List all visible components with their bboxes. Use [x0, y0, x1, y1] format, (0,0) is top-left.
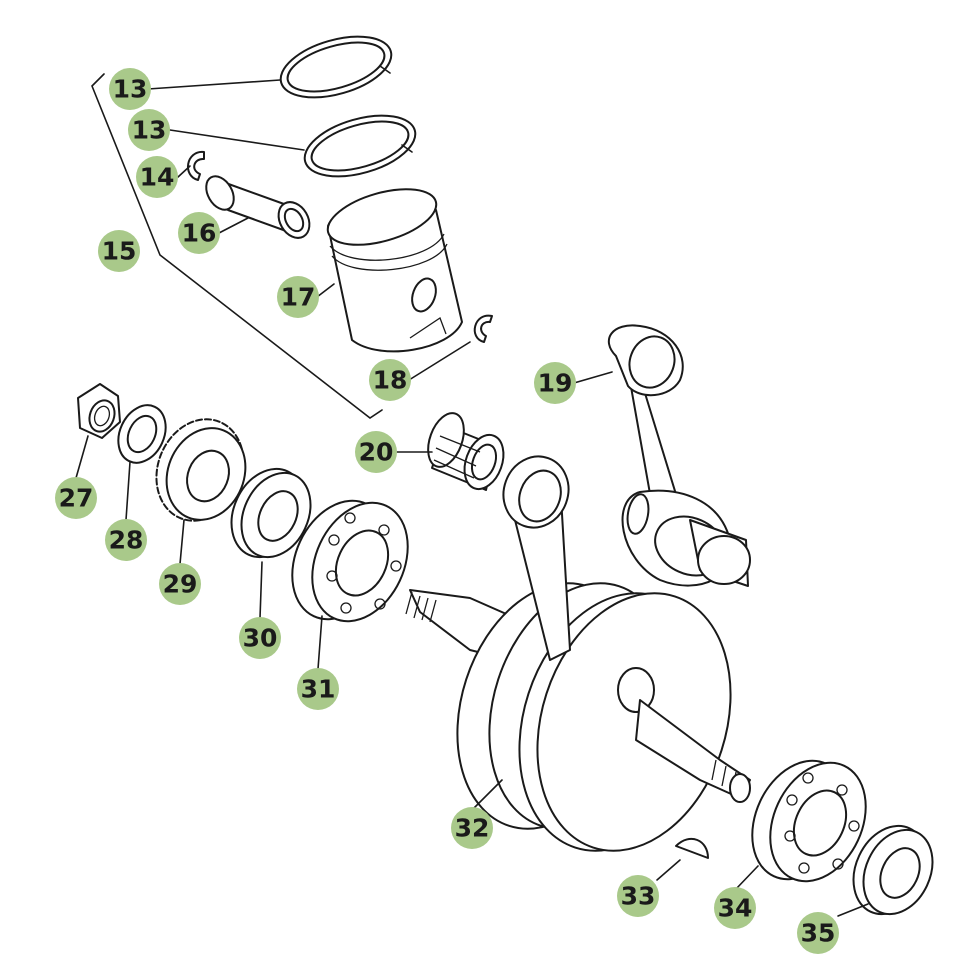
callout-34: 34 — [714, 887, 756, 929]
callout-label: 32 — [455, 814, 490, 843]
callout-label: 28 — [109, 526, 144, 555]
callout-label: 35 — [801, 919, 836, 948]
leader-lines — [75, 79, 869, 917]
callout-35: 35 — [797, 912, 839, 954]
callout-13-upper: 13 — [109, 68, 151, 110]
oil-seal — [230, 467, 312, 559]
callout-13-lower: 13 — [128, 109, 170, 151]
oil-seal-right — [852, 824, 934, 916]
callout-label: 16 — [182, 219, 217, 248]
callout-18: 18 — [369, 359, 411, 401]
washer — [117, 404, 167, 464]
circlip-left — [187, 150, 205, 181]
callout-label: 17 — [281, 283, 316, 312]
primary-gear — [155, 418, 247, 522]
piston-pin — [205, 175, 311, 239]
piston-ring-upper — [279, 35, 393, 99]
callout-label: 14 — [140, 163, 175, 192]
piston-ring-lower — [303, 114, 417, 178]
callout-15: 15 — [98, 230, 140, 272]
callout-label: 15 — [102, 237, 137, 266]
callout-label: 29 — [163, 570, 198, 599]
callout-33: 33 — [617, 875, 659, 917]
callout-label: 30 — [243, 624, 278, 653]
callout-label: 13 — [132, 116, 167, 145]
callout-label: 13 — [113, 75, 148, 104]
connecting-rod-assembly — [607, 324, 751, 587]
callout-label: 18 — [373, 366, 408, 395]
callout-16: 16 — [178, 212, 220, 254]
callout-label: 20 — [359, 438, 394, 467]
piston — [326, 188, 463, 353]
callout-32: 32 — [451, 807, 493, 849]
crankshaft — [405, 455, 751, 852]
needle-bearing — [427, 412, 505, 491]
callout-19: 19 — [534, 362, 576, 404]
main-bearing-left — [291, 499, 409, 623]
callout-14: 14 — [136, 156, 178, 198]
callout-20: 20 — [355, 431, 397, 473]
callout-27: 27 — [55, 477, 97, 519]
callout-17: 17 — [277, 276, 319, 318]
callout-31: 31 — [297, 668, 339, 710]
circlip-right — [473, 314, 493, 343]
main-bearing-right — [751, 759, 867, 883]
woodruff-key — [675, 837, 709, 859]
callout-label: 33 — [621, 882, 656, 911]
callout-29: 29 — [159, 563, 201, 605]
hex-nut — [77, 383, 121, 439]
callout-label: 27 — [59, 484, 94, 513]
callout-30: 30 — [239, 617, 281, 659]
piston-group-bracket — [91, 73, 383, 419]
callout-label: 19 — [538, 369, 573, 398]
callout-label: 34 — [718, 894, 753, 923]
callout-28: 28 — [105, 519, 147, 561]
callout-label: 31 — [301, 675, 336, 704]
